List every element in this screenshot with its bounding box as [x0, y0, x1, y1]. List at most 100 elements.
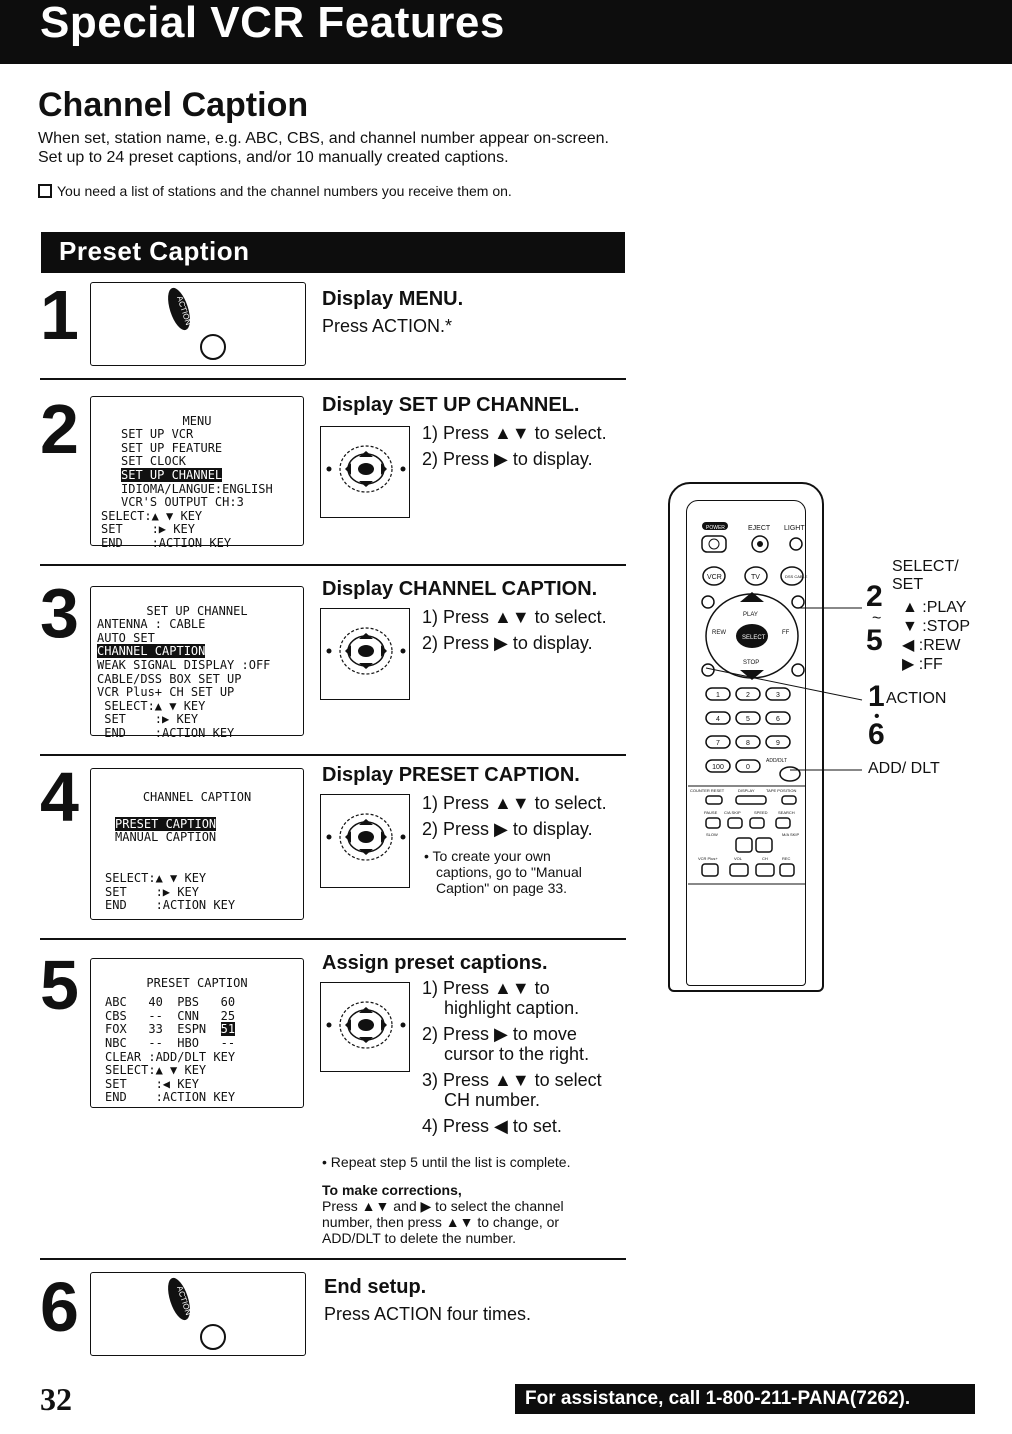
osd-highlight: PRESET CAPTION	[115, 816, 217, 831]
remote-body	[686, 500, 806, 986]
step-number: 6	[40, 1268, 79, 1346]
add-dlt-button	[779, 766, 801, 782]
instruction-line: 4) Press ◀ to set.	[422, 1116, 562, 1136]
control-pad-diagram	[320, 794, 410, 888]
osd-highlight: SET UP CHANNEL	[121, 467, 223, 482]
digit-label: 3	[776, 692, 780, 699]
osd-title: MENU	[182, 413, 212, 428]
digit-key	[765, 711, 791, 725]
stop-label: STOP	[743, 660, 759, 666]
requirement-text: You need a list of stations and the chan…	[57, 183, 512, 199]
dss-label: DSS CABLE	[785, 574, 808, 579]
osd-key: SET :◀ KEY	[105, 1076, 199, 1091]
button-legend: ▲ :PLAY ▼ :STOP ◀ :REW ▶ :FF	[902, 598, 970, 674]
svg-text:M/A SKIP: M/A SKIP	[782, 832, 799, 837]
vcr-button	[702, 566, 726, 586]
osd-key: SELECT:▲ ▼ KEY	[105, 1063, 207, 1078]
osd-title: SET UP CHANNEL	[146, 603, 248, 618]
repeat-note: • Repeat step 5 until the list is comple…	[322, 1154, 571, 1170]
svg-text:VOL: VOL	[734, 856, 743, 861]
play-button	[740, 592, 764, 602]
svg-text:REC: REC	[782, 856, 791, 861]
select-set-label: SELECT/ SET	[892, 558, 959, 594]
instruction-line: 1) Press ▲▼ to select.	[422, 607, 607, 627]
note-line: To create your own	[432, 848, 551, 864]
page-number: 32	[40, 1381, 72, 1417]
digit-label: 6	[776, 716, 780, 723]
legend-play: ▲ :PLAY	[902, 599, 967, 616]
step-number: 2	[40, 390, 79, 468]
osd-key: SELECT:▲ ▼ KEY	[105, 871, 207, 886]
control-pad-icon	[326, 1001, 406, 1049]
eject-button	[751, 535, 769, 553]
osd-key: SELECT:▲ ▼ KEY	[97, 698, 206, 713]
action-button	[701, 663, 715, 677]
digit-label: 1	[716, 692, 720, 699]
section-title: Channel Caption	[38, 86, 309, 124]
legend-rew: ◀ :REW	[902, 637, 961, 654]
instruction-line: 3) Press ▲▼ to select	[422, 1070, 602, 1090]
checkbox-icon	[38, 184, 52, 198]
corrections-line: Press ▲▼ and ▶ to select the channel	[322, 1198, 564, 1214]
digit-label: 9	[776, 740, 780, 747]
step-number: 4	[40, 758, 79, 836]
step-body: Press ACTION.*	[322, 316, 453, 336]
remote-control-diagram: POWER EJECT LIGHT VCR TV DSS CABLE SELEC…	[668, 482, 824, 992]
svg-text:VCR Plus+: VCR Plus+	[698, 856, 718, 861]
select-button	[736, 624, 768, 648]
control-pad-diagram	[320, 982, 410, 1072]
osd-row: NBC -- HBO --	[105, 1035, 236, 1050]
tv-label: TV	[751, 574, 760, 581]
osd-row: ABC 40 PBS 60	[105, 995, 236, 1010]
osd-highlight: 51	[220, 1022, 236, 1037]
callout-step-1: 1	[868, 680, 885, 713]
action-button-screen: ACTION	[90, 282, 306, 366]
step-1: 1 ACTION Display MENU. Press ACTION.*	[40, 280, 626, 372]
corrections-note: To make corrections, Press ▲▼ and ▶ to s…	[322, 1182, 564, 1246]
osd-key: SET :▶ KEY	[97, 712, 199, 727]
requirement-note: You need a list of stations and the chan…	[38, 183, 512, 199]
step-title: Assign preset captions.	[322, 952, 548, 974]
step-title: End setup.	[324, 1276, 427, 1298]
legend-ff: ▶ :FF	[902, 656, 943, 673]
power-label: POWER	[706, 525, 725, 531]
intro-line-2: Set up to 24 preset captions, and/or 10 …	[38, 149, 509, 166]
select-set-line: SELECT/	[892, 558, 959, 575]
section-intro: When set, station name, e.g. ABC, CBS, a…	[38, 129, 738, 167]
preset-caption-heading: Preset Caption	[59, 236, 250, 266]
callout-step-2: 2	[866, 580, 883, 613]
step-note: • To create your own captions, go to "Ma…	[424, 848, 582, 896]
osd-row: CBS -- CNN 25	[105, 1008, 236, 1023]
select-label: SELECT	[742, 635, 766, 641]
digit-label: 0	[746, 764, 750, 771]
osd-key: SET :▶ KEY	[105, 884, 199, 899]
note-line: captions, go to "Manual	[436, 864, 582, 880]
osd-key: CLEAR :ADD/DLT KEY	[105, 1049, 236, 1064]
eject-label: EJECT	[748, 525, 771, 532]
digit-key	[705, 735, 731, 749]
step-divider	[40, 1258, 626, 1260]
osd-line: SET CLOCK	[121, 454, 187, 469]
step-title: Display SET UP CHANNEL.	[322, 394, 580, 416]
assistance-bar: For assistance, call 1-800-211-PANA(7262…	[515, 1384, 975, 1414]
digit-label: 5	[746, 716, 750, 723]
note-line: Caption" on page 33.	[436, 880, 568, 896]
digit-label: 4	[716, 716, 720, 723]
step-divider	[40, 754, 626, 756]
osd-line: CABLE/DSS BOX SET UP	[97, 671, 242, 686]
step-divider	[40, 378, 626, 380]
svg-text:CH: CH	[762, 856, 768, 861]
svg-text:C/A SKIP: C/A SKIP	[724, 810, 741, 815]
step-instructions: 1) Press ▲▼ to select. 2) Press ▶ to dis…	[422, 604, 607, 656]
osd-title: PRESET CAPTION	[146, 975, 248, 990]
step-divider	[40, 938, 626, 940]
svg-text:PAUSE: PAUSE	[704, 810, 718, 815]
play-label: PLAY	[743, 612, 758, 618]
step-instructions: 1) Press ▲▼ to highlight caption. 2) Pre…	[422, 978, 602, 1136]
step-body: Press ACTION four times.	[324, 1304, 532, 1324]
